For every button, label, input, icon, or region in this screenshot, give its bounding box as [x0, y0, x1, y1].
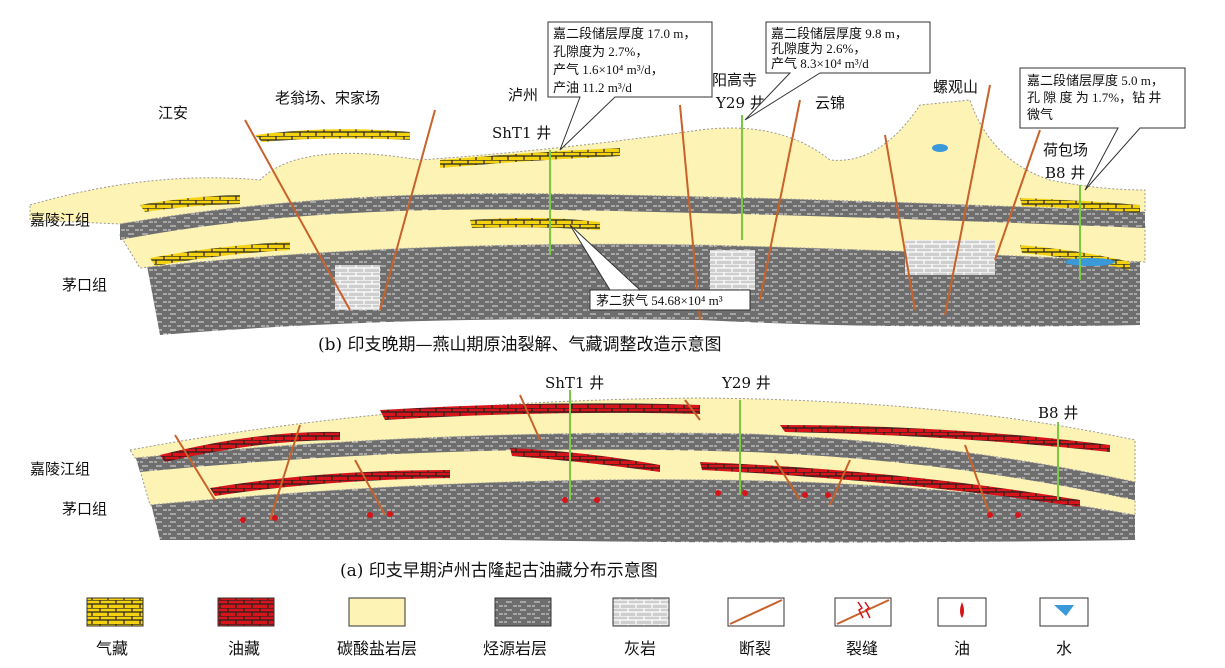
legend-label-oil-drop: 油	[954, 639, 970, 658]
caption-a: (a) 印支早期泸州古隆起古油藏分布示意图	[340, 561, 658, 581]
oil-drop-icon	[937, 597, 987, 627]
fault-icon	[727, 597, 785, 627]
gas-reservoir-b4	[150, 242, 290, 266]
svg-text:产气 1.6×10⁴ m³/d，: 产气 1.6×10⁴ m³/d，	[553, 62, 664, 77]
legend-label-gas: 气藏	[96, 639, 128, 658]
legend: 气藏 油藏 碳酸盐岩层 烃源岩层 灰岩 断裂 裂缝 油 水	[86, 597, 1089, 658]
water-pocket-1	[932, 144, 948, 152]
legend-label-oil: 油藏	[228, 639, 260, 658]
water-icon	[1039, 597, 1089, 627]
label-yanggaosi: 阳高寺	[712, 71, 757, 89]
faults-a	[174, 394, 991, 521]
oil-drops-a	[240, 490, 1021, 523]
fracture-icon	[834, 597, 892, 627]
legend-label-source: 烃源岩层	[483, 639, 547, 658]
limestone-block-1	[335, 265, 380, 310]
label-jiangan: 江安	[158, 104, 188, 122]
svg-text:产气 8.3×10⁴ m³/d: 产气 8.3×10⁴ m³/d	[771, 56, 869, 71]
gas-reservoir-icon	[86, 597, 144, 627]
svg-text:微气: 微气	[1027, 107, 1053, 122]
label-yunjin: 云锦	[815, 94, 845, 112]
legend-label-water: 水	[1056, 639, 1072, 658]
svg-text:孔 隙 度 为 1.7%，钻 井: 孔 隙 度 为 1.7%，钻 井	[1027, 90, 1161, 105]
carbonate-layer-icon	[348, 597, 406, 627]
annotation-shtl: 嘉二段储层厚度 17.0 m， 孔隙度为 2.7%， 产气 1.6×10⁴ m³…	[547, 21, 713, 151]
gas-reservoir-b1	[255, 129, 410, 142]
label-luzhou: 泸州	[508, 86, 538, 104]
source-rock-icon	[494, 597, 552, 627]
label-hebaochang: 荷包场	[1043, 141, 1088, 159]
legend-label-limestone: 灰岩	[624, 639, 656, 658]
gas-reservoir-b3	[140, 195, 240, 212]
source-rock-layer-a-lower	[150, 477, 1135, 543]
label-b8-well-a: B8 井	[1038, 404, 1078, 422]
legend-label-fault: 断裂	[739, 639, 771, 658]
panel-a: ShT1 井 Y29 井 B8 井 嘉陵江组 茅口组 (a) 印支早期泸州古隆起…	[30, 374, 1136, 581]
label-b8-well: B8 井	[1045, 164, 1085, 182]
oil-reservoir-a6	[700, 462, 1080, 507]
svg-text:产油 11.2 m³/d: 产油 11.2 m³/d	[553, 80, 632, 95]
oil-reservoir-icon	[217, 597, 275, 627]
label-jialingjiang-a: 嘉陵江组	[30, 460, 90, 478]
svg-text:嘉二段储层厚度 17.0 m，: 嘉二段储层厚度 17.0 m，	[553, 26, 696, 41]
oil-reservoir-a5	[510, 448, 660, 472]
label-laoweng: 老翁场、宋家场	[275, 89, 380, 107]
water-pocket-2	[1065, 258, 1115, 266]
limestone-icon	[612, 597, 670, 627]
label-y29-well-a: Y29 井	[721, 374, 771, 392]
caption-b: (b) 印支晚期—燕山期原油裂解、气藏调整改造示意图	[318, 335, 722, 355]
carbonate-layer-upper	[29, 99, 1146, 225]
gas-reservoir-b2	[440, 148, 620, 168]
limestone-block-3	[905, 240, 995, 275]
label-jialingjiang-b: 嘉陵江组	[30, 211, 90, 229]
svg-text:茅二获气 54.68×10⁴ m³: 茅二获气 54.68×10⁴ m³	[596, 293, 723, 308]
legend-label-fracture: 裂缝	[846, 639, 878, 658]
annotation-b8: 嘉二段储层厚度 5.0 m， 孔 隙 度 为 1.7%，钻 井 微气	[1019, 67, 1186, 191]
oil-reservoir-a2	[380, 403, 700, 420]
label-y29-well: Y29 井	[715, 94, 765, 112]
label-maokou-b: 茅口组	[62, 276, 107, 294]
annotation-maoer: 茅二获气 54.68×10⁴ m³	[569, 224, 751, 311]
source-rock-layer-a-middle	[135, 430, 1135, 500]
panel-b: 江安 老翁场、宋家场 泸州 ShT1 井 阳高寺 Y29 井 云锦 螺观山 荷包…	[29, 21, 1186, 355]
oil-reservoir-a4	[210, 470, 450, 496]
svg-text:嘉二段储层厚度 5.0 m，: 嘉二段储层厚度 5.0 m，	[1027, 73, 1164, 88]
oil-reservoir-a3	[780, 425, 1110, 452]
label-maokou-a: 茅口组	[62, 500, 107, 518]
svg-text:孔隙度为 2.7%，: 孔隙度为 2.7%，	[553, 44, 648, 59]
annotation-y29: 嘉二段储层厚度 9.8 m， 孔隙度为 2.6%， 产气 8.3×10⁴ m³/…	[744, 21, 931, 121]
svg-text:孔隙度为 2.6%，: 孔隙度为 2.6%，	[771, 41, 866, 56]
faults-b	[244, 84, 1041, 321]
label-shtl-well: ShT1 井	[492, 124, 551, 142]
legend-label-carbonate: 碳酸盐岩层	[337, 639, 417, 658]
svg-text:嘉二段储层厚度 9.8 m，: 嘉二段储层厚度 9.8 m，	[771, 26, 908, 41]
gas-reservoir-b5	[470, 217, 600, 230]
label-shtl-well-a: ShT1 井	[545, 374, 604, 392]
limestone-block-2	[710, 250, 755, 290]
label-luoguanshan: 螺观山	[933, 78, 978, 96]
